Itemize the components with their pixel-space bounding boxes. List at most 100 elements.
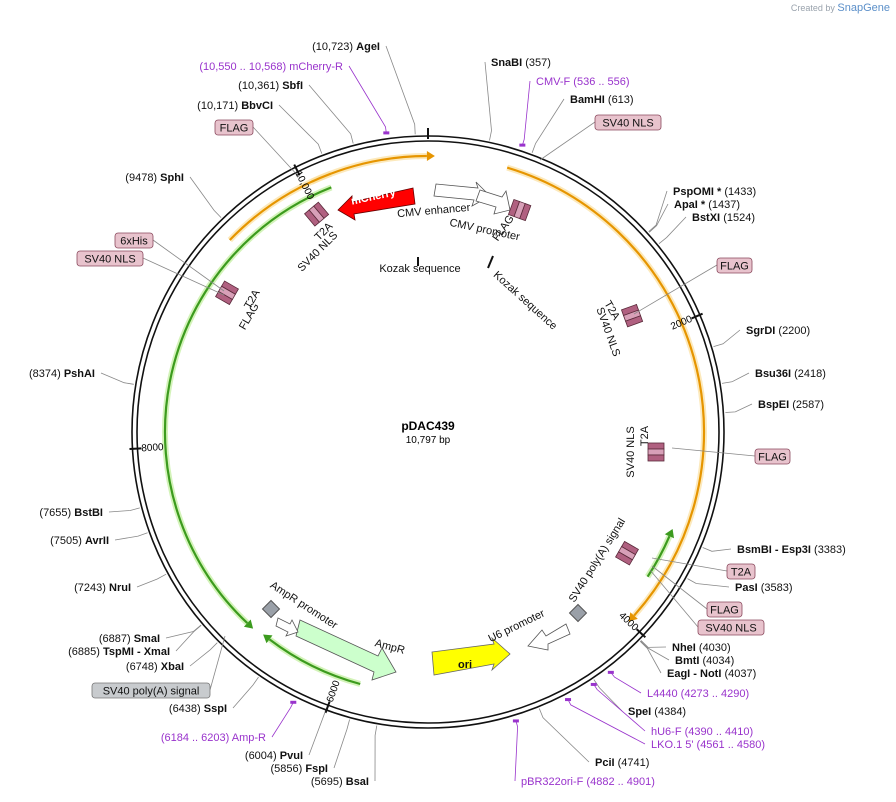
leader-line: [278, 104, 323, 154]
leader-line: [189, 642, 218, 667]
mcherry-arrow: [337, 187, 416, 221]
site-label: BsmBI - Esp3I (3383): [737, 544, 846, 556]
flag-left-label: FLAG: [237, 301, 262, 332]
leader-line: [108, 507, 140, 513]
primer-mark: [519, 143, 526, 147]
site-label: (6887) SmaI: [99, 633, 160, 645]
site-position: (5695): [311, 776, 343, 788]
tick-mark: [691, 312, 703, 320]
leader-line: [271, 702, 294, 738]
site-name: pBR322ori-F: [521, 776, 584, 788]
leader-line: [175, 624, 202, 652]
site-position: (1524): [723, 212, 755, 224]
site-name: LKO.1 5': [651, 739, 693, 751]
site-name: PshAI: [64, 368, 95, 380]
leader-line: [522, 80, 531, 146]
site-name: XbaI: [161, 661, 184, 673]
site-position: (3583): [761, 582, 793, 594]
site-position: (5856): [271, 763, 303, 775]
leader-line: [687, 578, 730, 588]
leader-line: [538, 708, 590, 763]
tag-left-c: [221, 280, 239, 295]
feature-box-label: FLAG: [720, 261, 749, 273]
tick-label: 6000: [325, 679, 343, 704]
site-name: PspOMI *: [673, 186, 722, 198]
cmv-promoter-arrow: [475, 189, 511, 215]
tag-right-2-c: [647, 454, 665, 462]
box-leader: [651, 565, 708, 610]
leader-line: [514, 720, 519, 782]
site-label: PciI (4741): [595, 757, 649, 769]
box-leader: [252, 126, 301, 179]
tag-right-3: [615, 540, 639, 566]
site-name: SpeI: [628, 706, 651, 718]
site-label: BstXI (1524): [692, 212, 755, 224]
green-head-bottom: [263, 634, 273, 644]
plasmid-size: 10,797 bp: [406, 435, 451, 446]
site-name: BstXI: [692, 212, 720, 224]
feature-box: [716, 257, 753, 274]
site-label: (8374) PshAI: [29, 368, 95, 380]
box-leader: [142, 257, 225, 296]
site-label: Bsu36I (2418): [755, 368, 826, 380]
site-position: (4030): [699, 642, 731, 654]
site-label: (6748) XbaI: [126, 661, 184, 673]
site-position: (6438): [169, 703, 201, 715]
site-label: NheI (4030): [672, 642, 731, 654]
leader-line: [648, 190, 668, 232]
feature-box: [726, 563, 756, 580]
box-leader: [649, 569, 699, 628]
feature-box: [594, 114, 662, 131]
site-label: (6885) TspMI - XmaI: [68, 646, 170, 658]
kozak-right-mark: [487, 255, 494, 269]
leader-line: [333, 719, 350, 769]
site-label: PasI (3583): [735, 582, 793, 594]
leader-line: [610, 672, 642, 694]
site-position: (6885): [68, 646, 100, 658]
primer-mark: [290, 700, 297, 704]
feature-box: [91, 682, 211, 699]
credit-prefix: Created by: [790, 3, 835, 13]
site-label: (6184 .. 6203) Amp-R: [161, 732, 266, 744]
tick-mark: [324, 701, 331, 714]
tag-top-right: [507, 198, 532, 222]
ampr-arrow: [295, 619, 397, 681]
tag-right-2: [647, 442, 665, 462]
green-arc-bottom: [268, 638, 361, 686]
feature-arcs: [161, 151, 708, 687]
site-position: (6887): [99, 633, 131, 645]
site-label: (10,550 .. 10,568) mCherry-R: [199, 61, 343, 73]
site-position: (10,550 .. 10,568): [199, 61, 286, 73]
leader-line: [639, 641, 662, 674]
orange-head-top: [426, 151, 435, 161]
site-position: (4882 .. 4901): [586, 776, 655, 788]
ori-label: ori: [458, 659, 472, 671]
ampr-label: AmpR: [373, 637, 406, 657]
site-name: ApaI *: [674, 199, 706, 211]
site-name: FspI: [305, 763, 328, 775]
site-position: (613): [608, 94, 634, 106]
site-name: SgrDI: [746, 325, 775, 337]
site-label: SgrDI (2200): [746, 325, 810, 337]
feature-box: [754, 448, 791, 465]
site-name: SbfI: [282, 80, 303, 92]
site-position: (4384): [654, 706, 686, 718]
feature-box-label: 6xHis: [120, 236, 148, 248]
kozak-left-label: Kozak sequence: [379, 263, 460, 275]
site-position: (6748): [126, 661, 158, 673]
leader-line: [702, 547, 732, 552]
site-position: (8374): [29, 368, 61, 380]
feature-box: [114, 232, 154, 249]
feature-shapes: [215, 181, 665, 681]
site-label: SnaBI (357): [491, 57, 551, 69]
box-leader: [651, 557, 728, 572]
box-leader: [152, 239, 225, 292]
leader-line: [593, 684, 646, 732]
site-label: (9478) SphI: [125, 172, 184, 184]
site-position: (10,361): [238, 80, 279, 92]
site-position: (4037): [724, 668, 756, 680]
tick-label: 10,000: [292, 169, 316, 202]
site-label: (5856) FspI: [271, 763, 328, 775]
site-label: (7655) BstBI: [39, 507, 103, 519]
